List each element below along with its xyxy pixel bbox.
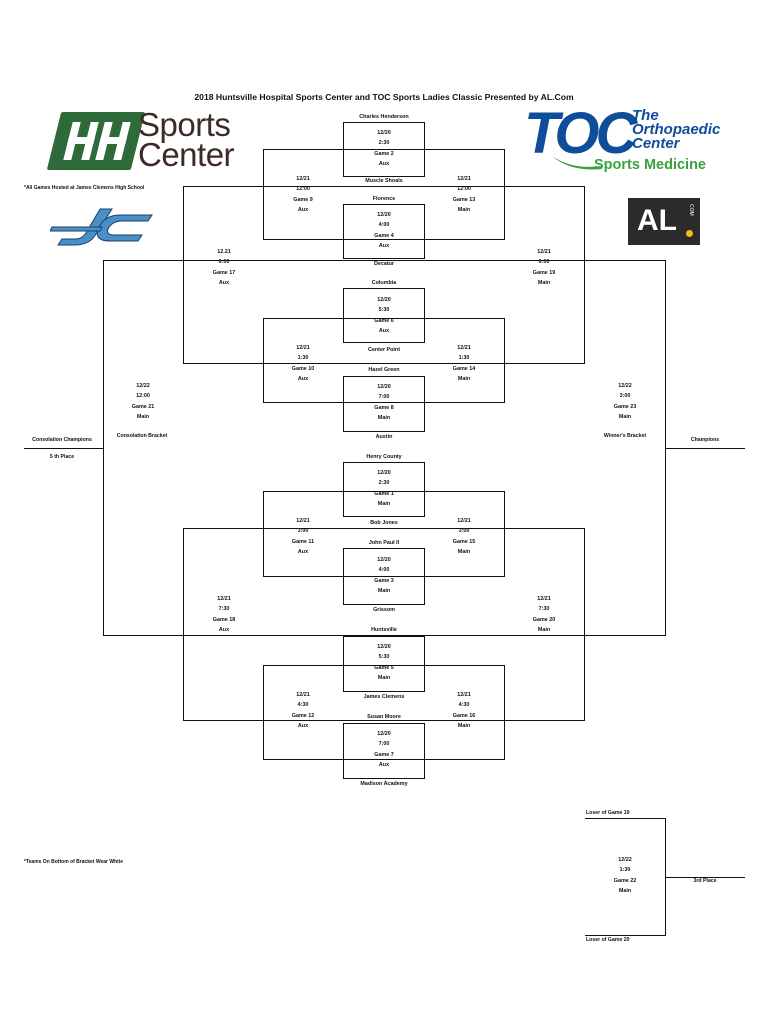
hh-mark-icon bbox=[46, 112, 146, 170]
toc-logo: TOC The Orthopaedic Center Sports Medici… bbox=[524, 101, 721, 178]
games-10-14-box bbox=[263, 318, 505, 403]
team-label: Bob Jones bbox=[370, 520, 398, 526]
team-label: Austin bbox=[375, 434, 393, 440]
toc-letters: TOC bbox=[524, 101, 637, 166]
games-12-16-box bbox=[263, 665, 505, 760]
team-label: Grissom bbox=[373, 607, 395, 613]
toc-line-1: The bbox=[632, 107, 659, 124]
al-letters: AL bbox=[637, 204, 677, 237]
swoosh-icon bbox=[552, 156, 602, 170]
game-1-box bbox=[343, 462, 425, 517]
loser-19-label: Loser of Game 19 bbox=[586, 810, 630, 816]
champion-line bbox=[665, 448, 745, 449]
jc-logo bbox=[49, 207, 154, 247]
game-7-box bbox=[343, 723, 425, 779]
page-title: 2018 Huntsville Hospital Sports Center a… bbox=[194, 92, 574, 102]
loser-20-label: Loser of Game 20 bbox=[586, 937, 630, 943]
team-label: Charles Henderson bbox=[359, 114, 409, 120]
games-17-19-box bbox=[183, 186, 585, 364]
team-label: Susan Moore bbox=[367, 714, 401, 720]
sports-center-logo: Sports Center bbox=[46, 106, 249, 174]
toc-tagline: Sports Medicine bbox=[594, 157, 706, 173]
consolation-bracket-label: Consolation Bracket bbox=[116, 433, 168, 439]
center-word: Center bbox=[138, 136, 235, 173]
team-label: Columbia bbox=[371, 280, 397, 286]
team-label: Henry County bbox=[366, 454, 402, 460]
sports-word: Sports bbox=[138, 106, 231, 143]
consolation-champions-label: Consolation Champions bbox=[32, 437, 92, 443]
al-dot-icon bbox=[686, 230, 693, 237]
toc-line-2: Orthopaedic bbox=[632, 121, 721, 138]
toc-line-3: Center bbox=[632, 135, 680, 152]
third-place-line bbox=[665, 877, 745, 878]
team-label: Florence bbox=[372, 196, 396, 202]
team-label: Huntsville bbox=[371, 627, 397, 633]
team-label: Madison Academy bbox=[360, 781, 408, 787]
toc-name: The Orthopaedic Center bbox=[632, 107, 721, 152]
team-label: James Clemens bbox=[363, 694, 405, 700]
jc-mark-icon bbox=[49, 208, 153, 246]
team-label: John Paul II bbox=[368, 540, 400, 546]
white-jersey-note: *Teams On Bottom of Bracket Wear White bbox=[24, 859, 123, 865]
game-4-box bbox=[343, 204, 425, 259]
fifth-place-label: 5 th Place bbox=[49, 454, 75, 460]
sports-center-wordmark: Sports Center bbox=[138, 106, 235, 173]
third-place-label: 3rd Place bbox=[693, 878, 717, 884]
team-label: Center Point bbox=[367, 347, 401, 353]
team-label: Muscle Shoals bbox=[365, 178, 403, 184]
team-label: Decatur bbox=[373, 261, 395, 267]
games-11-15-box bbox=[263, 491, 505, 577]
winners-bracket-label: Winner's Bracket bbox=[603, 433, 647, 439]
game-5-box bbox=[343, 636, 425, 692]
champions-label: Champions bbox=[690, 437, 720, 443]
al-com-logo: AL COM bbox=[628, 198, 700, 245]
consolation-champion-line bbox=[24, 448, 104, 449]
games-18-20-box bbox=[183, 528, 585, 721]
team-label: Hazel Green bbox=[368, 367, 400, 373]
game-6-box bbox=[343, 288, 425, 343]
venue-note: *All Games Hosted at James Clemens High … bbox=[24, 185, 145, 191]
game-8-box bbox=[343, 376, 425, 432]
games-9-13-box bbox=[263, 149, 505, 240]
loser-20-line bbox=[585, 935, 665, 936]
al-com-text: COM bbox=[688, 204, 694, 216]
loser-19-line bbox=[585, 818, 665, 819]
